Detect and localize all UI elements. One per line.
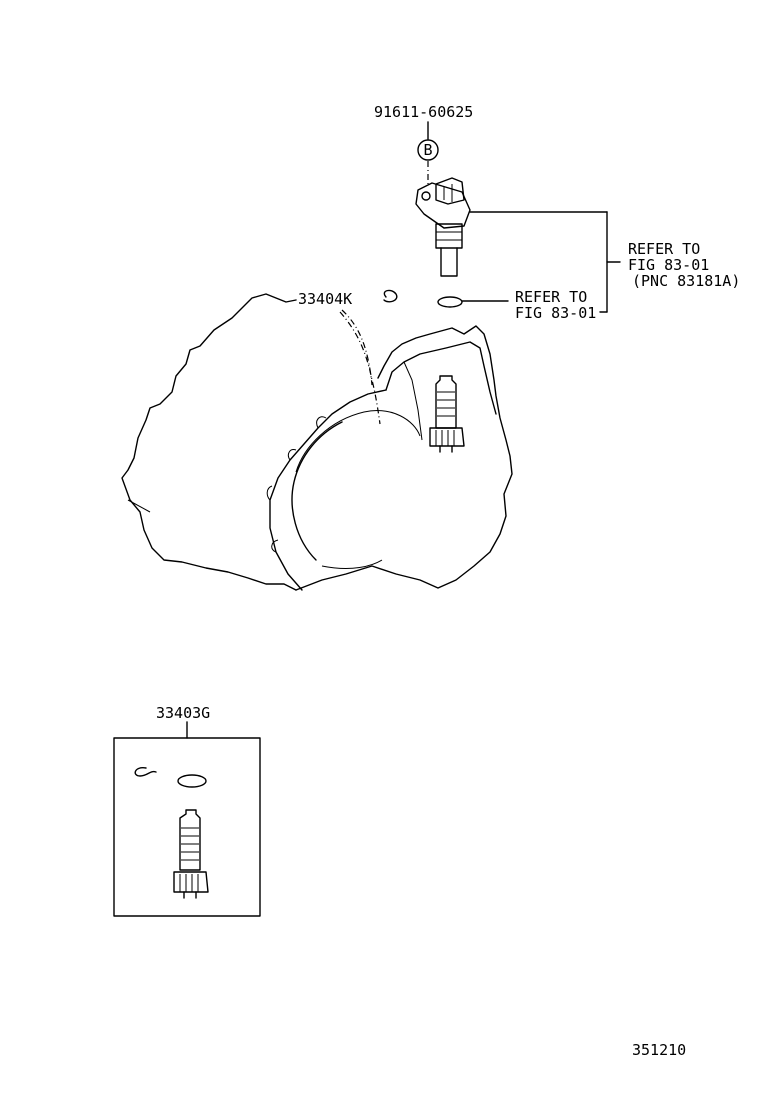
clip-icon [383,289,398,303]
kit-clip-icon [134,767,157,777]
sensor-ref-line1: REFER TO [628,240,700,258]
kit-drive-gear-icon [173,809,209,899]
drive-gear-icon [429,375,465,453]
o-ring-icon [437,296,463,308]
figure-number: 351210 [632,1041,686,1059]
oring-ref-line2: FIG 83-01 [515,304,596,322]
speed-sensor-icon [415,177,471,277]
part-number-clip: 33404K [298,290,352,308]
part-number-bolt: 91611-60625 [374,103,473,121]
part-number-kit: 33403G [156,704,210,722]
clip-dash-leader [341,309,373,386]
sensor-ref-bracket [469,211,621,313]
kit-box [113,737,261,917]
oring-ref-line1: REFER TO [515,288,587,306]
transmission-housing-icon [121,293,513,591]
sensor-ref-line2: FIG 83-01 [628,256,709,274]
sensor-ref-line3: (PNC 83181A) [632,272,740,290]
bolt-marker: B [417,139,439,161]
kit-o-ring-icon [177,774,207,788]
bolt-marker-letter: B [423,141,432,159]
